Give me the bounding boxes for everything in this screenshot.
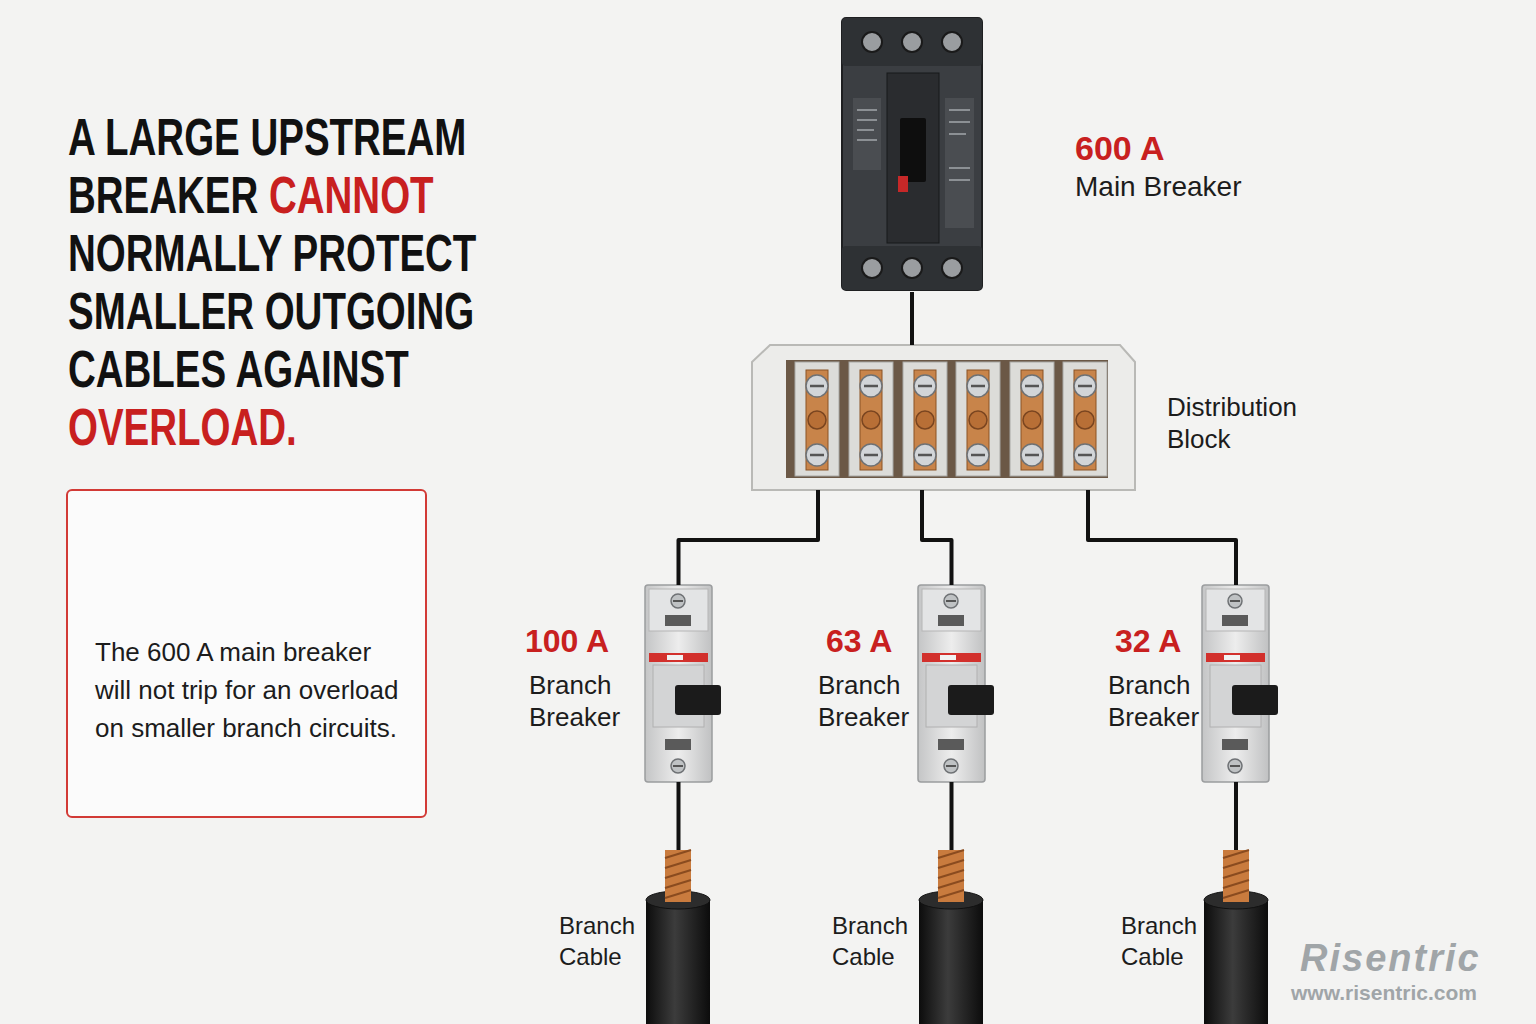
title-word: SMALLER <box>68 282 254 340</box>
cable-illustration <box>1204 850 1268 1024</box>
branch-cable: Branch Cable <box>919 850 983 1024</box>
title-line: A LARGE UPSTREAM <box>68 108 476 166</box>
title-word: OVERLOAD. <box>68 398 297 456</box>
mccb-label-lines <box>857 110 877 140</box>
part-name: Branch Cable <box>1121 910 1211 972</box>
watermark: Risentric <box>1300 937 1481 980</box>
part-name: Branch Cable <box>832 910 922 972</box>
title-word: BREAKER <box>68 166 258 224</box>
wire <box>910 292 914 345</box>
title-word: OUTGOING <box>265 282 475 340</box>
rating: 32 A <box>1115 622 1205 660</box>
mccb-screw <box>942 32 962 52</box>
branch-breaker-illustration <box>918 585 994 782</box>
part-name: Branch Cable <box>559 910 649 972</box>
mccb-body <box>842 18 982 290</box>
mccb-screw <box>862 258 882 278</box>
terminal <box>1063 362 1107 476</box>
wire <box>1234 782 1238 850</box>
mccb-label-lines <box>949 110 970 180</box>
title-word: A <box>68 108 94 166</box>
part-name: Main Breaker <box>1075 170 1335 204</box>
terminal <box>956 362 1000 476</box>
cable-illustration <box>646 850 710 1024</box>
branch-cable: Branch Cable <box>1204 850 1268 1024</box>
rating: 100 A <box>525 622 635 660</box>
title-word: UPSTREAM <box>250 108 466 166</box>
title-line: CABLES AGAINST <box>68 340 476 398</box>
wire <box>1088 490 1236 585</box>
terminal <box>1010 362 1054 476</box>
main-breaker-illustration <box>842 18 982 290</box>
branch-breaker: 100 ABranch Breaker <box>645 585 712 782</box>
mccb-label <box>853 98 881 170</box>
title-word: PROTECT <box>292 224 476 282</box>
part-name: Branch Breaker <box>1108 669 1218 733</box>
mccb-top <box>842 18 982 66</box>
distribution-block: Distribution Block <box>752 345 1135 490</box>
branch-breaker: 63 ABranch Breaker <box>918 585 985 782</box>
distribution-block-illustration <box>752 345 1135 490</box>
block-recess <box>786 360 1108 478</box>
title: A LARGE UPSTREAM BREAKER CANNOT NORMALLY… <box>68 108 620 456</box>
mccb-handle <box>900 118 926 182</box>
title-word: LARGE <box>105 108 240 166</box>
title-word: AGAINST <box>235 340 408 398</box>
mccb-screw <box>862 32 882 52</box>
wire <box>950 782 954 850</box>
wire <box>922 490 952 585</box>
branch-breaker-illustration <box>645 585 721 782</box>
wire <box>677 782 681 850</box>
branch-breaker: 32 ABranch Breaker <box>1202 585 1270 782</box>
mccb-indicator <box>898 176 908 192</box>
title-line: OVERLOAD. <box>68 398 476 456</box>
wire <box>679 490 819 585</box>
mccb-center <box>887 73 939 243</box>
terminal <box>849 362 893 476</box>
mccb-screw <box>942 258 962 278</box>
warning-text: The 600 A main breaker will not trip for… <box>95 633 409 747</box>
mccb-bottom <box>842 246 982 290</box>
mccb-screw <box>902 32 922 52</box>
part-name: Distribution Block <box>1167 391 1327 455</box>
rating: 63 A <box>826 622 916 660</box>
terminal <box>795 362 839 476</box>
cable-illustration <box>919 850 983 1024</box>
title-word: NORMALLY <box>68 224 282 282</box>
title-line: BREAKER CANNOT <box>68 166 476 224</box>
terminal <box>903 362 947 476</box>
mccb-screw <box>902 258 922 278</box>
branch-breaker-illustration <box>1202 585 1278 782</box>
title-line: SMALLER OUTGOING <box>68 282 476 340</box>
rating: 600 A <box>1075 128 1275 168</box>
title-word: CABLES <box>68 340 226 398</box>
part-name: Branch Breaker <box>818 669 928 733</box>
block-housing <box>752 345 1135 490</box>
title-line: NORMALLY PROTECT <box>68 224 476 282</box>
main-breaker: 600 AMain Breaker <box>838 15 986 292</box>
warning-box: The 600 A main breaker will not trip for… <box>66 489 427 818</box>
branch-cable: Branch Cable <box>646 850 710 1024</box>
part-name: Branch Breaker <box>529 669 639 733</box>
watermark-url: www.risentric.com <box>1291 981 1477 1005</box>
mccb-label <box>945 98 974 228</box>
title-word: CANNOT <box>269 166 434 224</box>
